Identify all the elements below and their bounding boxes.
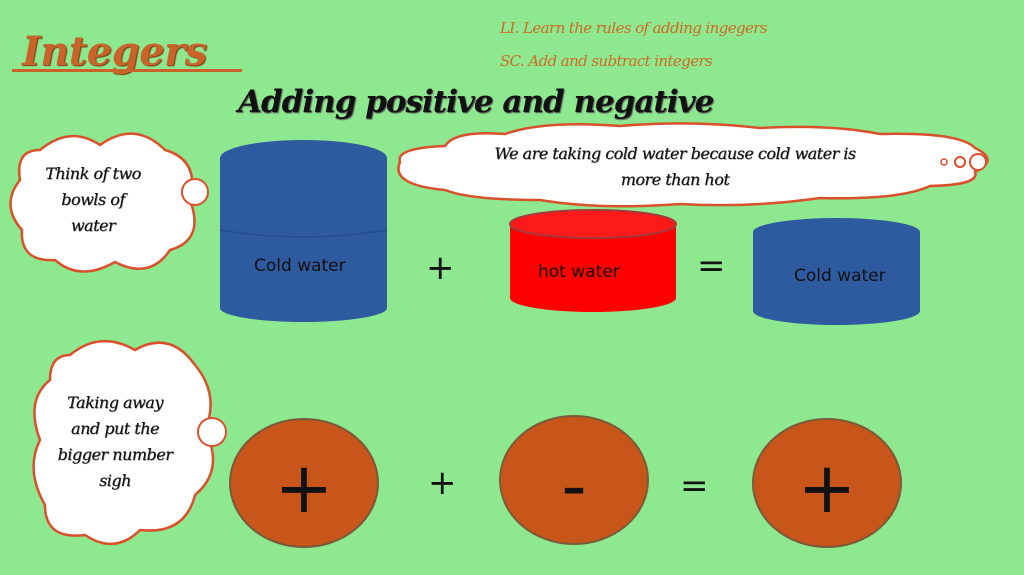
bubble-bottom-line-1: Taking away xyxy=(67,393,163,412)
sign-plus-1: + xyxy=(274,447,334,529)
bubble-bottom-line-2: and put the xyxy=(71,419,159,438)
cloud-dot-large xyxy=(969,153,987,171)
thought-bubble-top-dot xyxy=(181,178,209,206)
title-underline xyxy=(12,69,242,72)
success-criteria: SC. Add and subtract integers xyxy=(500,52,713,70)
bowl-cold-1-label: Cold water xyxy=(254,256,346,276)
thought-bubble-bottom xyxy=(32,339,215,546)
bubble-top-text: Think of two bowls of water xyxy=(28,161,158,239)
page-title: Integers xyxy=(22,28,207,75)
cloud-note-text: We are taking cold water because cold wa… xyxy=(460,141,890,193)
cloud-dot-small xyxy=(940,158,948,166)
row1-equals-operator: = xyxy=(697,246,726,286)
sign-circle-2 xyxy=(499,415,649,545)
row2-plus-operator: + xyxy=(428,463,457,503)
sign-circle-3 xyxy=(752,418,902,548)
sign-minus: - xyxy=(561,445,587,527)
bubble-top-line-1: Think of two xyxy=(45,164,141,183)
bowl-cold-2-label: Cold water xyxy=(794,266,886,286)
thought-bubble-top xyxy=(9,132,196,273)
cloud-dot-medium xyxy=(954,156,966,168)
learning-intention: LI. Learn the rules of adding ingegers xyxy=(500,19,768,37)
thought-bubble-bottom-dot xyxy=(197,417,227,447)
bowl-hot xyxy=(509,209,677,312)
cloud-line-2: more than hot xyxy=(620,170,730,189)
row2-equals-operator: = xyxy=(680,466,709,506)
bubble-top-line-3: water xyxy=(70,216,116,235)
row1-plus-operator: + xyxy=(426,248,455,288)
cloud-line-1: We are taking cold water because cold wa… xyxy=(494,144,856,163)
cloud-note-shape xyxy=(397,122,989,208)
bubble-bottom-line-3: bigger number xyxy=(57,445,173,464)
sign-circle-1 xyxy=(229,418,379,548)
bubble-top-line-2: bowls of xyxy=(61,190,125,209)
bowl-hot-label: hot water xyxy=(538,262,620,282)
sign-plus-2: + xyxy=(797,447,857,529)
slide-heading: Adding positive and negative xyxy=(238,84,714,120)
bowl-cold-2 xyxy=(753,218,920,325)
bubble-bottom-text: Taking away and put the bigger number si… xyxy=(50,390,180,494)
bubble-bottom-line-4: sigh xyxy=(99,471,131,490)
bowl-cold-1 xyxy=(219,140,388,322)
